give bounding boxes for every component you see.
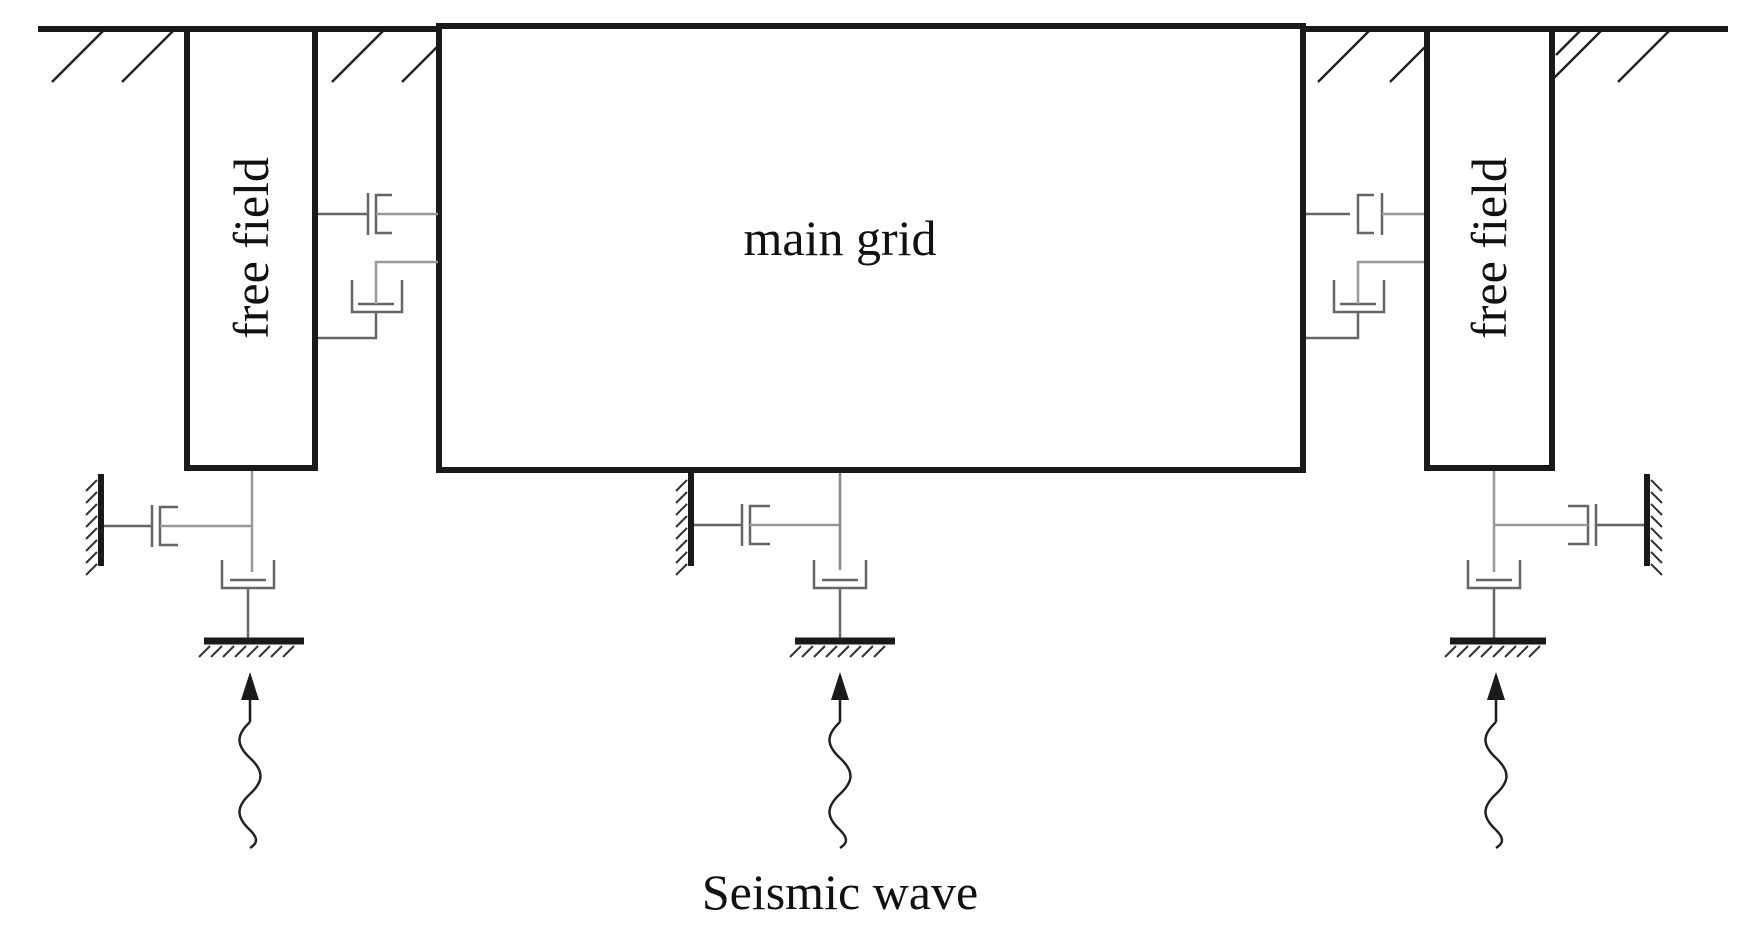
right-coupling-dashpots <box>1306 193 1424 340</box>
wavy-line-icon <box>1484 721 1508 850</box>
left-coupling-dashpots <box>318 193 438 340</box>
up-arrow-icon <box>831 672 849 700</box>
seismic-wave-caption: Seismic wave <box>702 864 978 920</box>
seismic-input-middle <box>828 672 852 850</box>
main-grid-label: main grid <box>743 210 936 266</box>
right-bottom-support <box>1444 471 1663 658</box>
free-field-left-column <box>184 26 318 471</box>
up-arrow-icon <box>241 672 259 700</box>
free-field-right-label: free field <box>1461 157 1517 339</box>
free-field-right-column <box>1424 26 1555 471</box>
main-grid-box <box>436 23 1306 473</box>
middle-bottom-support <box>675 470 895 658</box>
seismic-input-left <box>238 672 262 850</box>
seismic-input-right <box>1484 672 1508 850</box>
left-bottom-support <box>85 471 304 658</box>
wavy-line-icon <box>238 721 262 850</box>
free-field-left-label: free field <box>223 157 279 339</box>
wavy-line-icon <box>828 721 852 850</box>
up-arrow-icon <box>1487 672 1505 700</box>
